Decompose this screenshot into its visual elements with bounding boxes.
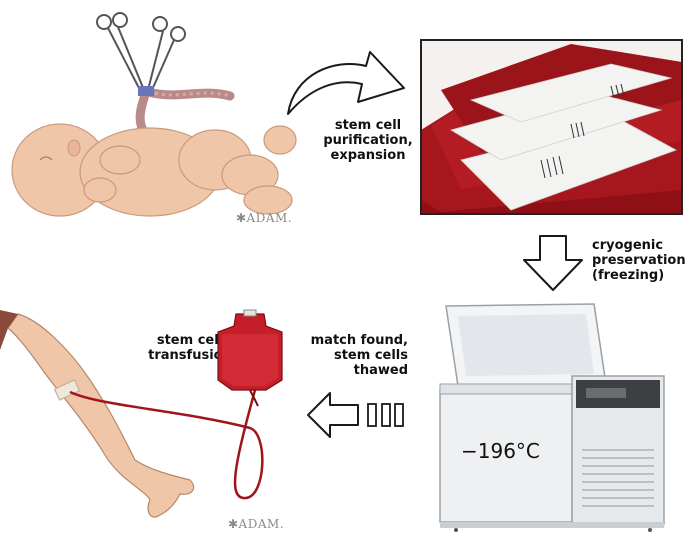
left-arrow-icon [306, 390, 406, 440]
adam-watermark-top: ✱ADAM. [236, 211, 292, 225]
freezer-illustration [436, 300, 686, 532]
step-purification-label: stem cell purification, expansion [323, 118, 413, 163]
cord-clamps [97, 13, 185, 90]
freezer-temperature: −196°C [461, 439, 540, 463]
arm [8, 314, 194, 517]
newborn-illustration [0, 0, 320, 240]
baby-body [12, 124, 296, 216]
adam-watermark-bottom: ✱ADAM. [228, 517, 284, 531]
step-cryogenic-label: cryogenic preservation (freezing) [592, 238, 696, 283]
transfusion-illustration [0, 310, 300, 535]
blood-bags-photo [421, 40, 682, 214]
step-match-label: match found, stem cells thawed [304, 333, 408, 378]
curved-arrow-icon [284, 44, 414, 124]
down-arrow-icon [522, 234, 584, 292]
